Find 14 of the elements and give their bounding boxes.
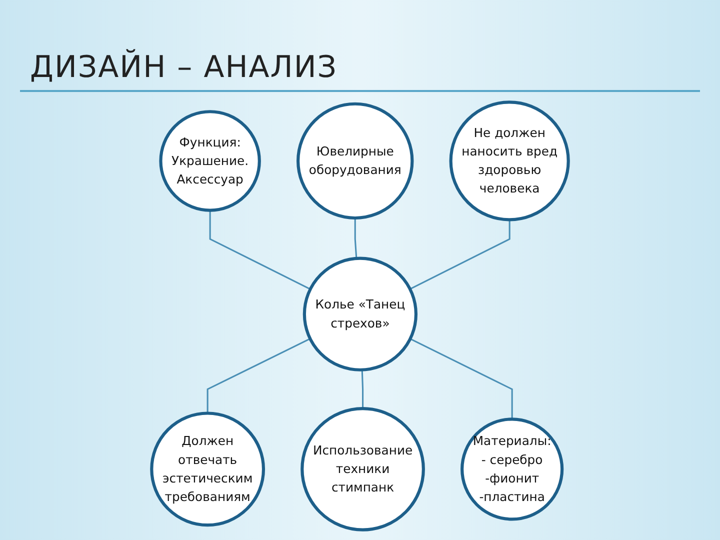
connector [354,218,358,259]
connector [209,210,311,290]
node-circle: Материалы: - серебро -фионит -пластина [460,418,564,521]
connector [206,338,310,414]
connector [361,370,364,409]
title: ДИЗАЙН – АНАЛИЗ [30,50,338,85]
node-circle: Колье «Танец стрехов» [302,256,418,372]
node-circle: Использование техники стимпанк [300,407,425,532]
node-circle: Не должен наносить вред здоровью человека [449,100,570,222]
node-circle: Ювелирные оборудования [296,102,414,220]
node-circle: Функция: Украшение. Аксессуар [159,110,261,212]
connector [410,220,510,290]
node-circle: Должен отвечать эстетическим требованиям [150,412,266,527]
connector [410,338,513,420]
